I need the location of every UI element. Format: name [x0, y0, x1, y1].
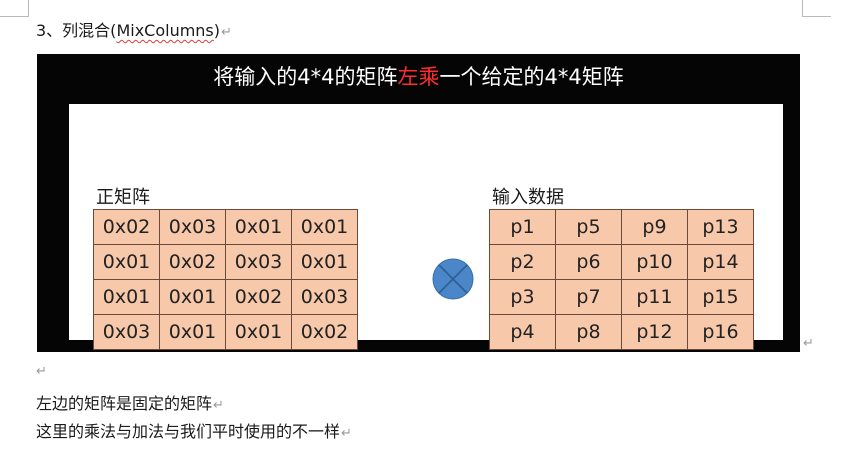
- heading-prefix: 3、列混合(: [36, 21, 117, 40]
- right-matrix-cell: p5: [556, 210, 622, 245]
- page-corner-mark-left: [0, 0, 29, 17]
- right-matrix-cell: p13: [688, 210, 754, 245]
- right-matrix-cell: p10: [622, 245, 688, 280]
- left-matrix-cell: 0x01: [292, 210, 358, 245]
- right-matrix-cell: p15: [688, 280, 754, 315]
- body-line-1: 左边的矩阵是固定的矩阵↵: [36, 393, 224, 417]
- left-matrix-cell: 0x03: [292, 280, 358, 315]
- body-text: 左边的矩阵是固定的矩阵: [36, 394, 213, 413]
- circled-times-icon: [432, 258, 474, 300]
- right-matrix-cell: p11: [622, 280, 688, 315]
- body-text: 这里的乘法与加法与我们平时使用的不一样: [36, 422, 341, 441]
- left-matrix-label: 正矩阵: [96, 187, 150, 208]
- left-matrix-cell: 0x01: [226, 210, 292, 245]
- left-matrix-cell: 0x01: [94, 245, 160, 280]
- right-matrix-cell: p8: [556, 315, 622, 350]
- paragraph-mark: ↵: [803, 336, 814, 351]
- body-line-2: 这里的乘法与加法与我们平时使用的不一样↵: [36, 421, 352, 445]
- paragraph-mark: ↵: [213, 398, 224, 413]
- right-matrix-cell: p3: [490, 280, 556, 315]
- left-matrix-cell: 0x02: [160, 245, 226, 280]
- right-matrix-cell: p6: [556, 245, 622, 280]
- right-matrix-cell: p1: [490, 210, 556, 245]
- left-matrix-cell: 0x03: [160, 210, 226, 245]
- left-matrix-cell: 0x01: [226, 315, 292, 350]
- left-matrix-cell: 0x02: [226, 280, 292, 315]
- right-matrix-cell: p12: [622, 315, 688, 350]
- heading-suffix: ): [213, 21, 221, 40]
- right-matrix-cell: p9: [622, 210, 688, 245]
- left-matrix-cell: 0x01: [160, 280, 226, 315]
- right-matrix-cell: p4: [490, 315, 556, 350]
- right-matrix-cell: p2: [490, 245, 556, 280]
- heading-term-misspelled: MixColumns: [116, 21, 214, 40]
- right-matrix-label: 输入数据: [492, 187, 564, 208]
- slide-title-after: 一个给定的4*4矩阵: [439, 65, 624, 89]
- paragraph-mark: ↵: [341, 426, 352, 441]
- right-matrix-cell: p14: [688, 245, 754, 280]
- empty-paragraph-mark: ↵: [36, 364, 47, 379]
- left-matrix-cell: 0x02: [94, 210, 160, 245]
- paragraph-mark: ↵: [221, 25, 232, 40]
- left-matrix-cell: 0x01: [94, 280, 160, 315]
- left-matrix-cell: 0x02: [292, 315, 358, 350]
- left-matrix-cell: 0x03: [94, 315, 160, 350]
- left-matrix-cell: 0x01: [160, 315, 226, 350]
- right-matrix-cell: p7: [556, 280, 622, 315]
- section-heading: 3、列混合(MixColumns)↵: [36, 20, 232, 44]
- page-corner-mark-right: [802, 0, 831, 17]
- slide-title: 将输入的4*4的矩阵左乘一个给定的4*4矩阵: [37, 62, 800, 92]
- slide-title-highlight: 左乘: [397, 65, 440, 89]
- right-matrix-cell: p16: [688, 315, 754, 350]
- slide-title-before: 将输入的4*4的矩阵: [213, 65, 398, 89]
- left-matrix-cell: 0x01: [292, 245, 358, 280]
- left-matrix-cell: 0x03: [226, 245, 292, 280]
